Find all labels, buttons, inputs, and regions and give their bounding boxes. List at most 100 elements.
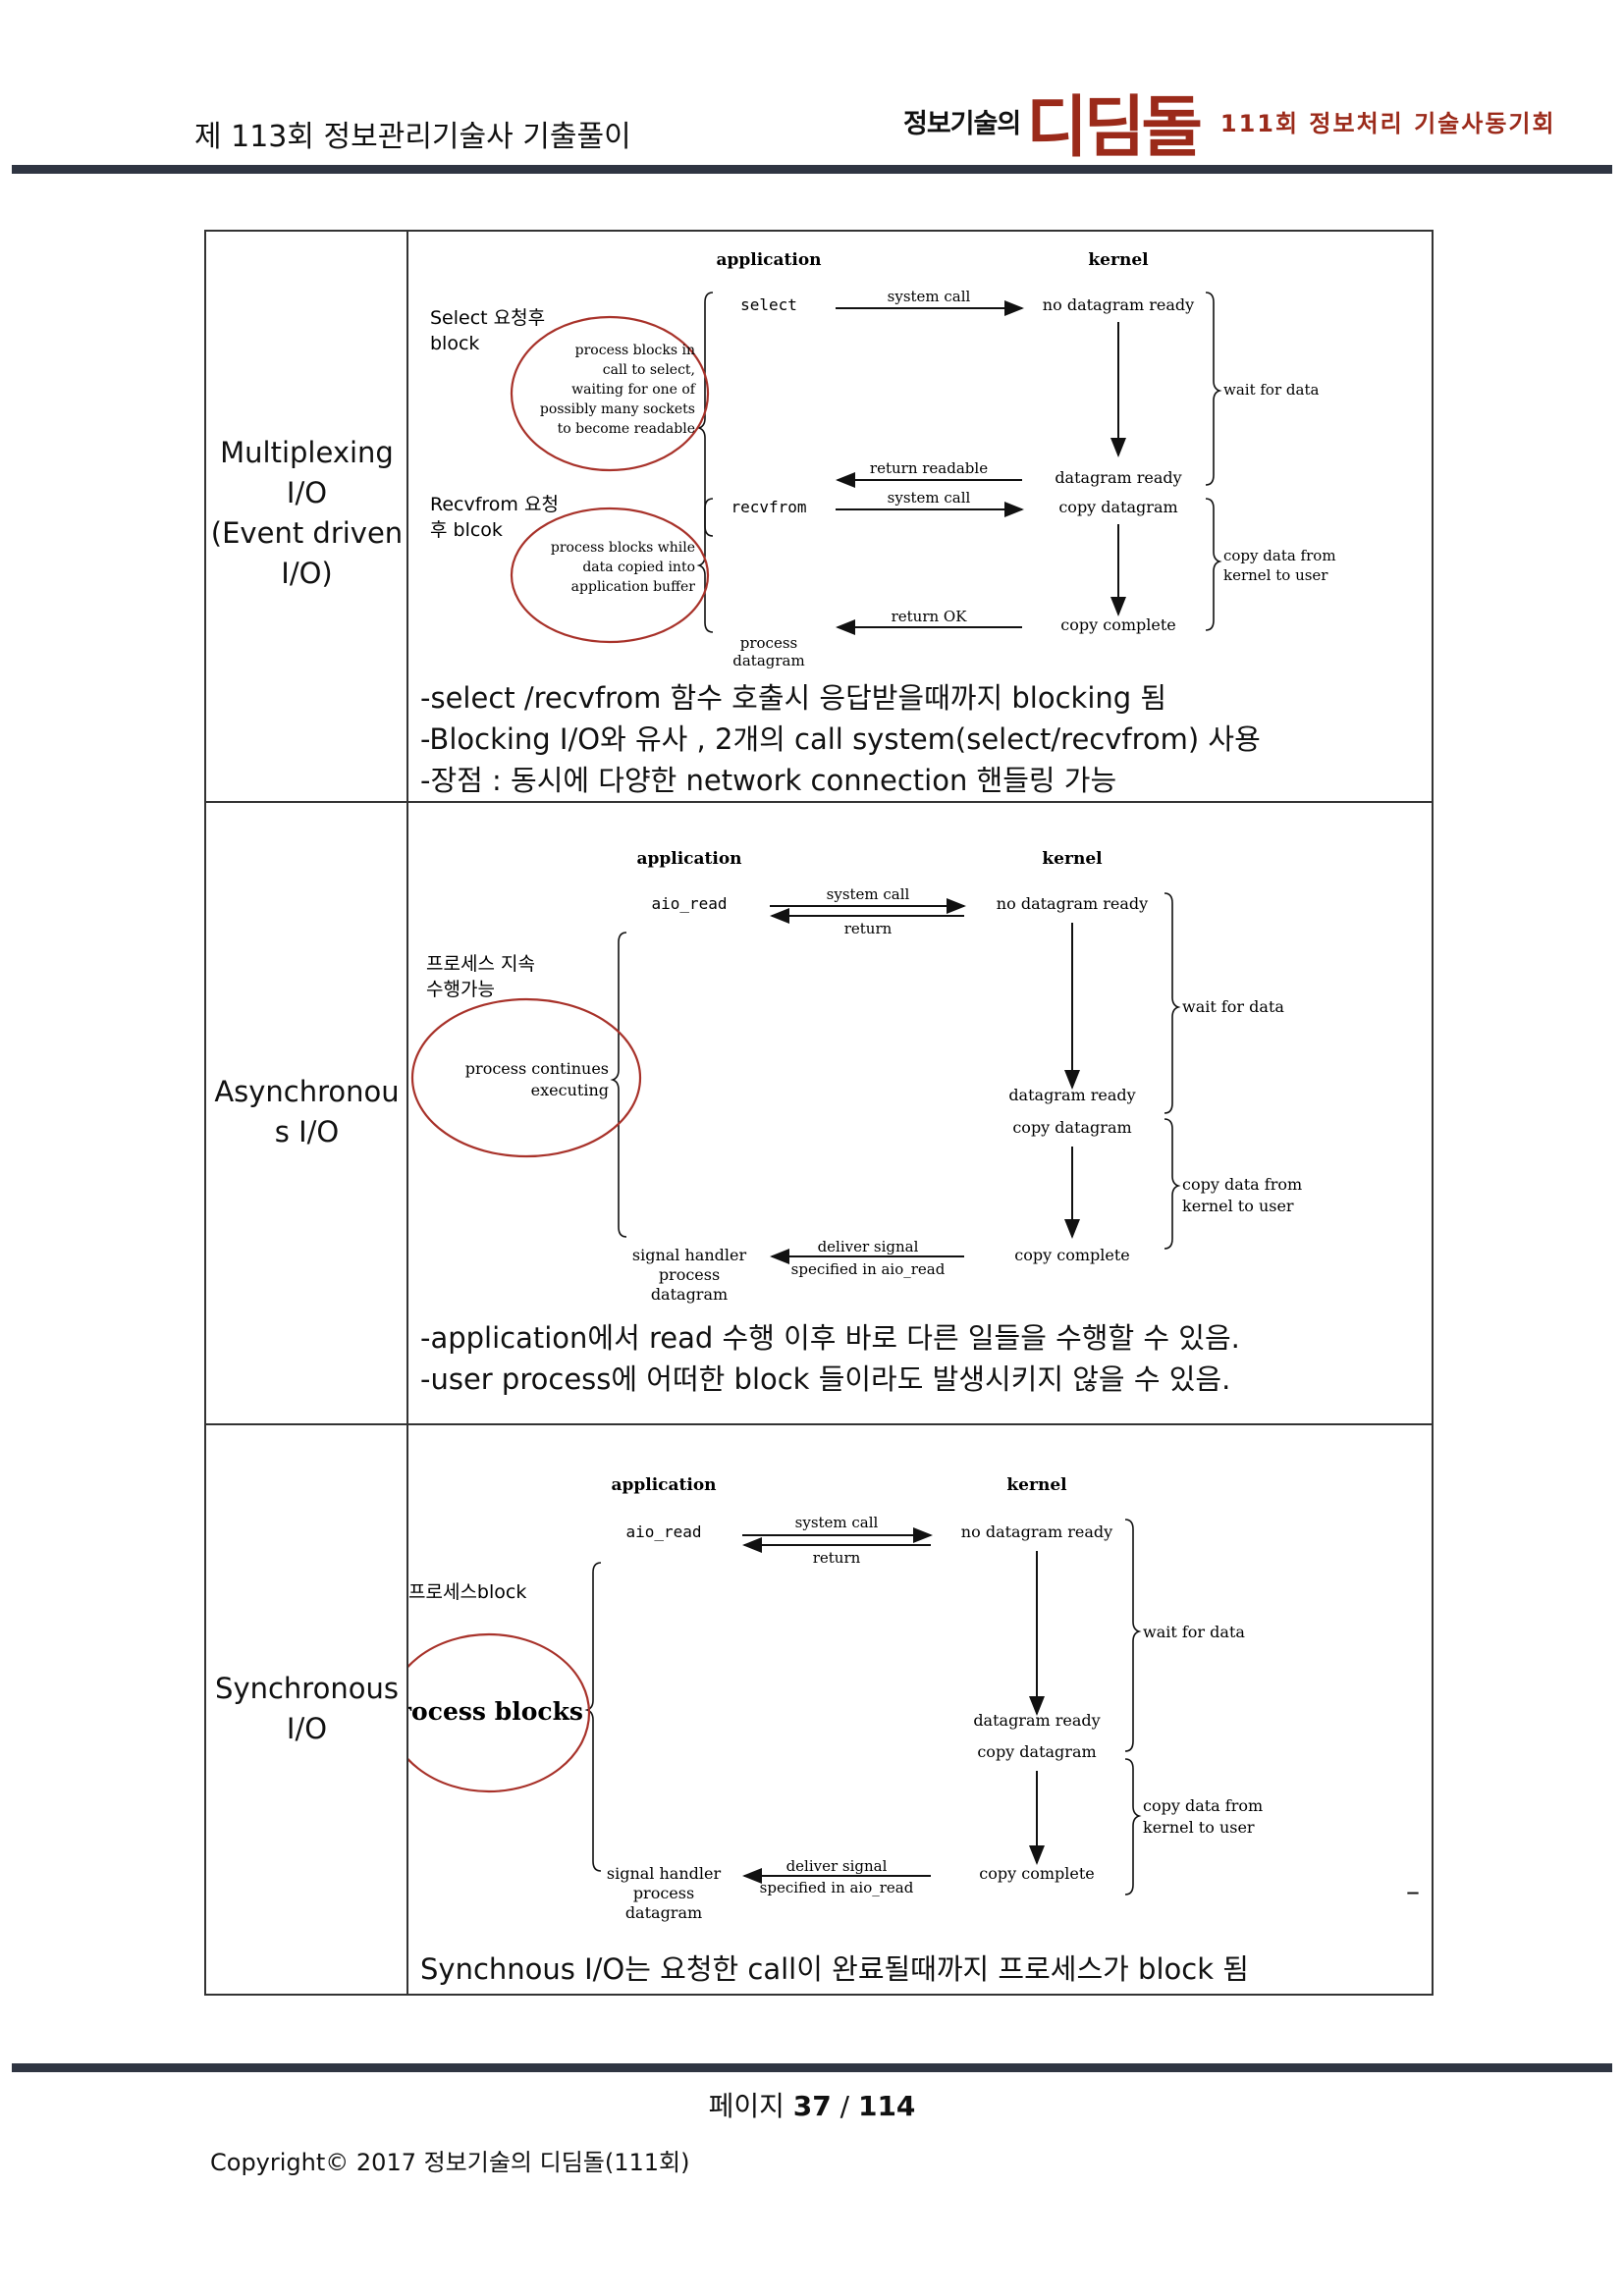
- label-line: Multiplexing: [220, 436, 394, 469]
- deliver-signal: deliver signal: [818, 1238, 919, 1255]
- copy-brace: [1164, 1118, 1181, 1250]
- text-line: process blocks while: [551, 540, 695, 556]
- kernel-to-user: kernel to user: [1223, 566, 1328, 584]
- text-line: application buffer: [571, 579, 696, 595]
- process-blocks: process blocks: [408, 1697, 583, 1726]
- text-line: call to select,: [603, 362, 695, 378]
- note-continue-2: 수행가능: [426, 979, 495, 1000]
- label-line: I/O): [281, 557, 333, 590]
- specified-in-aio-read: specified in aio_read: [791, 1260, 946, 1278]
- signal-handler-process: process: [659, 1265, 720, 1284]
- system-call-label: system call: [795, 1514, 879, 1531]
- app-brace: [610, 932, 627, 1238]
- table-row-divider: [204, 801, 1434, 803]
- deliver-signal: deliver signal: [786, 1857, 888, 1875]
- label-line: I/O: [286, 1712, 328, 1745]
- return-readable-label: return readable: [870, 459, 988, 477]
- row-label-asynchronous: Asynchronou s I/O: [206, 1072, 407, 1152]
- wait-brace: [1205, 292, 1222, 486]
- text-line: possibly many sockets: [540, 401, 695, 417]
- aio-read-call: aio_read: [625, 1522, 701, 1541]
- synchronous-io-diagram: application kernel aio_read system call …: [408, 1475, 1263, 1922]
- executing: executing: [531, 1081, 609, 1099]
- highlight-circle: [510, 507, 710, 644]
- text-line: data copied into: [582, 560, 695, 575]
- copyright: Copyright© 2017 정보기술의 디딤돌(111회): [210, 2149, 690, 2176]
- app-header: application: [716, 250, 821, 270]
- desc-line: -user process에 어떠한 block 들이라도 발생시키지 않을 수…: [420, 1362, 1231, 1396]
- no-datagram-ready: no datagram ready: [997, 894, 1148, 913]
- note-continue: 프로세스 지속: [426, 953, 535, 975]
- header-rule: [12, 165, 1612, 174]
- copy-brace: [1124, 1758, 1142, 1896]
- page-number: 페이지 37 / 114: [0, 2085, 1624, 2124]
- signal-handler-process: process: [633, 1884, 694, 1902]
- wait-for-data: wait for data: [1143, 1623, 1245, 1641]
- label-line: I/O: [286, 476, 328, 509]
- table-row-divider: [204, 1423, 1434, 1425]
- recvfrom-block-text: process blocks while data copied into ap…: [551, 540, 695, 595]
- row-label-synchronous: Synchronous I/O: [206, 1669, 407, 1749]
- process-datagram-2: datagram: [732, 652, 804, 669]
- signal-handler: signal handler: [632, 1246, 747, 1264]
- note-select-2: block: [430, 333, 479, 354]
- note-process-block: 프로세스block: [408, 1581, 526, 1603]
- desc-line: -select /recvfrom 함수 호출시 응답받을때까지 blockin…: [420, 681, 1167, 715]
- logo-main-text: 디딤돌: [1026, 87, 1203, 167]
- stray-dash: –: [1406, 1875, 1420, 1907]
- label-line: Synchronous: [215, 1672, 399, 1705]
- row-label-multiplexing: Multiplexing I/O (Event driven I/O): [206, 433, 407, 594]
- copy-datagram: copy datagram: [977, 1742, 1096, 1761]
- wait-for-data: wait for data: [1182, 997, 1284, 1016]
- text-line: waiting for one of: [571, 382, 697, 398]
- desc-line: -장점 : 동시에 다양한 network connection 핸들링 가능: [420, 764, 1117, 797]
- page-total: 114: [857, 2090, 916, 2122]
- multiplexing-io-diagram: application kernel select system call no…: [430, 250, 1336, 669]
- text-line: process blocks in: [575, 343, 695, 358]
- page-separator: /: [839, 2090, 850, 2122]
- table-column-divider: [406, 230, 408, 1996]
- synchronous-description: Synchnous I/O는 요청한 call이 완료될때까지 프로세스가 bl…: [420, 1949, 1249, 1990]
- signal-handler-datagram: datagram: [651, 1285, 728, 1304]
- asynchronous-io-diagram: application kernel aio_read system call …: [410, 849, 1302, 1304]
- aio-read-call: aio_read: [651, 894, 727, 913]
- kernel-to-user: kernel to user: [1143, 1818, 1255, 1837]
- signal-handler: signal handler: [607, 1864, 722, 1883]
- label-line: s I/O: [274, 1115, 340, 1148]
- app-brace: [584, 1562, 602, 1872]
- logo: 정보기술의 디딤돌 111회 정보처리 기술사동기회: [903, 77, 1556, 167]
- specified-in-aio-read: specified in aio_read: [760, 1879, 914, 1896]
- system-call-label: system call: [827, 885, 910, 903]
- document-title: 제 113회 정보관리기술사 기출풀이: [194, 120, 631, 154]
- copy-datagram: copy datagram: [1058, 498, 1177, 516]
- copy-complete: copy complete: [1060, 615, 1175, 634]
- highlight-circle: [510, 315, 710, 472]
- copy-datagram: copy datagram: [1012, 1118, 1131, 1137]
- recvfrom-call: recvfrom: [731, 498, 806, 516]
- io-model-table: [204, 230, 1434, 1996]
- wait-brace: [1164, 892, 1181, 1114]
- signal-handler-datagram: datagram: [625, 1903, 702, 1922]
- label-line: (Event driven: [210, 516, 404, 550]
- text-line: to become readable: [558, 421, 695, 437]
- multiplexing-description: -select /recvfrom 함수 호출시 응답받을때까지 blockin…: [420, 677, 1261, 801]
- return-label: return: [844, 920, 893, 937]
- app-header: application: [611, 1475, 716, 1495]
- app-brace-2: [696, 498, 714, 633]
- return-label: return: [813, 1549, 861, 1567]
- no-datagram-ready: no datagram ready: [961, 1522, 1112, 1541]
- page-prefix: 페이지: [708, 2090, 785, 2122]
- select-block-text: process blocks in call to select, waitin…: [540, 343, 697, 437]
- copy-data-from: copy data from: [1182, 1175, 1302, 1194]
- app-header: application: [636, 849, 741, 869]
- system-call-label-2: system call: [888, 489, 971, 507]
- logo-subtitle: 111회 정보처리 기술사동기회: [1219, 109, 1556, 137]
- note-select: Select 요청후: [430, 307, 545, 329]
- copy-data-from: copy data from: [1223, 547, 1336, 564]
- copy-data-from: copy data from: [1143, 1796, 1263, 1815]
- system-call-label: system call: [888, 288, 971, 305]
- desc-line: -application에서 read 수행 이후 바로 다른 일들을 수행할 …: [420, 1321, 1240, 1355]
- process-continues: process continues: [465, 1059, 609, 1078]
- copy-brace: [1205, 498, 1222, 631]
- label-line: Asynchronou: [214, 1075, 400, 1108]
